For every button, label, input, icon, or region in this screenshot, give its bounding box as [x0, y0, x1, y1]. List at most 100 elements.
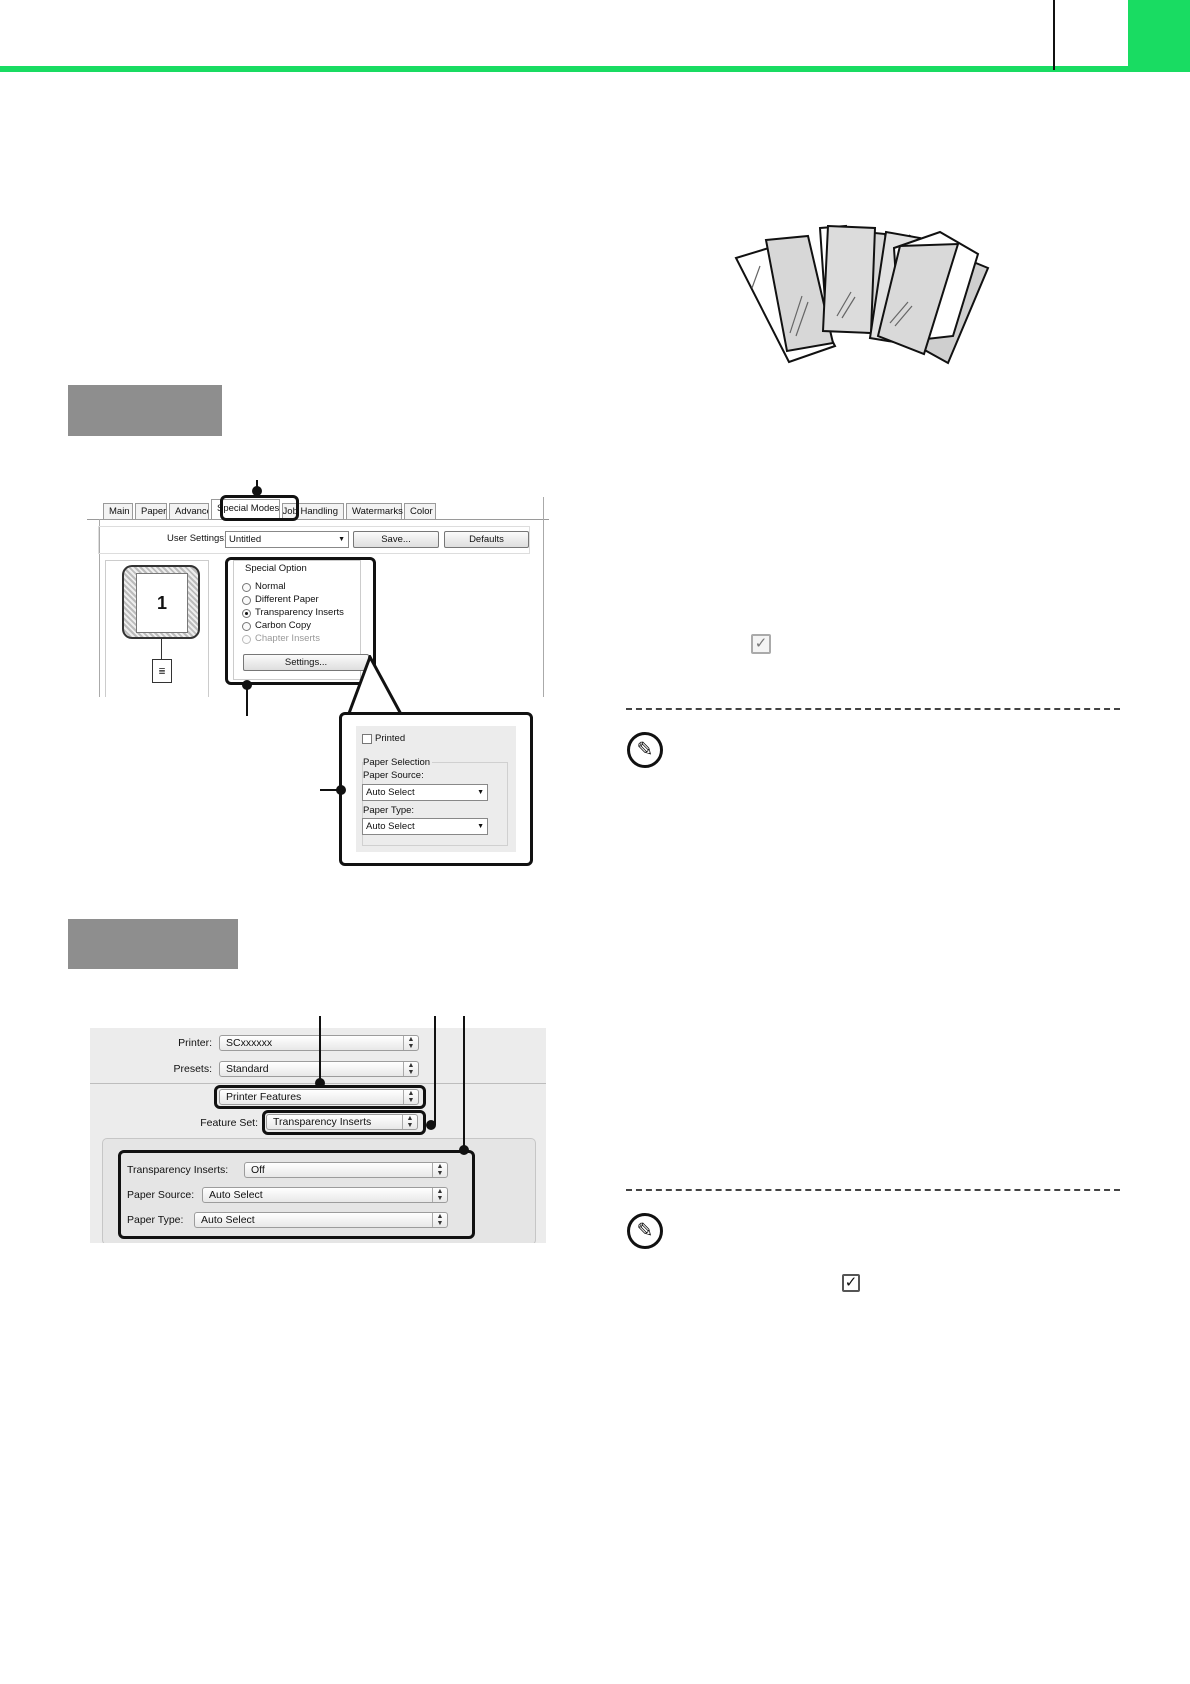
callout-transparency-settings — [118, 1150, 475, 1239]
tab-special-modes[interactable]: Special Modes — [211, 499, 280, 519]
os-heading-bar-mac — [68, 919, 238, 969]
header-accent-block — [1128, 0, 1190, 72]
save-button[interactable]: Save... — [353, 531, 439, 548]
checkbox-checked-icon: ✓ — [842, 1274, 860, 1292]
paper-type-value: Auto Select — [366, 821, 415, 832]
radio-chapter-inserts-label: Chapter Inserts — [255, 633, 320, 644]
callout-panel-select — [214, 1085, 426, 1109]
note-separator — [626, 1189, 1120, 1191]
callout-dot — [242, 680, 252, 690]
chevron-down-icon: ▼ — [477, 789, 484, 796]
tab-advanced[interactable]: Advance — [169, 503, 209, 519]
user-settings-value: Untitled — [229, 534, 262, 545]
document-icon: ≣ — [152, 659, 172, 683]
callout-special-option — [225, 557, 376, 685]
paper-source-select[interactable]: Auto Select ▲▼ — [202, 1187, 448, 1203]
presets-value: Standard — [226, 1063, 269, 1075]
defaults-button[interactable]: Defaults — [444, 531, 529, 548]
pencil-note-icon: ✎ — [627, 732, 663, 768]
settings-popup-pointer — [346, 655, 405, 717]
radio-different-paper[interactable] — [242, 596, 251, 605]
feature-set-label: Feature Set: — [200, 1117, 258, 1129]
callout-leader — [320, 789, 340, 791]
settings-button[interactable]: Settings... — [243, 654, 369, 671]
printer-value: SCxxxxxx — [226, 1037, 273, 1049]
panel-select[interactable]: Printer Features ▲▼ — [219, 1089, 419, 1105]
radio-different-paper-label: Different Paper — [255, 594, 319, 605]
special-option-group — [233, 560, 361, 680]
stepper-arrows-icon: ▲▼ — [432, 1188, 447, 1202]
preview-page-number: 1 — [136, 573, 188, 633]
stepper-arrows-icon: ▲▼ — [432, 1213, 447, 1227]
paper-type-label: Paper Type: — [363, 805, 415, 816]
frame-line — [99, 519, 100, 697]
paper-source-label: Paper Source: — [127, 1189, 195, 1201]
stepper-arrows-icon: ▲▼ — [403, 1090, 418, 1104]
transparency-inserts-select[interactable]: Off ▲▼ — [244, 1162, 448, 1178]
radio-carbon-copy-label: Carbon Copy — [255, 620, 311, 631]
settings-popup-dialog: Printed Paper Selection Paper Source: Au… — [356, 726, 516, 852]
user-settings-row — [98, 526, 530, 554]
user-settings-label: User Settings: — [167, 533, 227, 544]
callout-dot — [426, 1120, 436, 1130]
radio-transparency-inserts[interactable] — [242, 609, 251, 618]
paper-source-value: Auto Select — [209, 1189, 263, 1201]
transparency-sheets-illustration — [734, 224, 990, 365]
presets-label: Presets: — [173, 1063, 212, 1075]
os-heading-bar-windows — [68, 385, 222, 436]
callout-dot — [459, 1145, 469, 1155]
paper-selection-group — [362, 762, 508, 846]
radio-carbon-copy[interactable] — [242, 622, 251, 631]
paper-type-value: Auto Select — [201, 1214, 255, 1226]
stepper-arrows-icon: ▲▼ — [403, 1062, 418, 1076]
stepper-arrows-icon: ▲▼ — [403, 1036, 418, 1050]
mac-print-dialog: Printer: SCxxxxxx▲▼ Presets: Standard▲▼ … — [90, 1028, 546, 1243]
callout-special-modes-tab — [220, 495, 299, 521]
tab-main[interactable]: Main — [103, 503, 133, 519]
feature-set-select[interactable]: Transparency Inserts▲▼ — [266, 1114, 418, 1130]
callout-dot — [252, 486, 262, 496]
paper-type-label: Paper Type: — [127, 1214, 184, 1226]
note-separator — [626, 708, 1120, 710]
panel-value: Printer Features — [226, 1091, 302, 1103]
windows-driver-dialog: Main Paper Advance Special Modes Job Han… — [87, 497, 549, 697]
radio-normal-label: Normal — [255, 581, 286, 592]
paper-type-select[interactable]: Auto Select ▲▼ — [194, 1212, 448, 1228]
paper-source-value: Auto Select — [366, 787, 415, 798]
callout-leader — [319, 1016, 321, 1082]
paper-source-label: Paper Source: — [363, 770, 424, 781]
tab-paper[interactable]: Paper — [135, 503, 167, 519]
transparency-inserts-value: Off — [251, 1164, 265, 1176]
callout-dot — [315, 1078, 325, 1088]
transparency-inserts-label: Transparency Inserts: — [127, 1164, 229, 1176]
callout-leader — [246, 684, 248, 716]
radio-transparency-inserts-label: Transparency Inserts — [255, 607, 344, 618]
preview-page-frame: 1 — [122, 565, 200, 639]
stepper-arrows-icon: ▲▼ — [432, 1163, 447, 1177]
tab-watermarks[interactable]: Watermarks — [346, 503, 403, 519]
tab-strip: Main Paper Advance Special Modes Job Han… — [87, 497, 549, 520]
printed-checkbox[interactable] — [362, 734, 372, 744]
settings-popup-callout: Printed Paper Selection Paper Source: Au… — [339, 712, 533, 866]
radio-normal[interactable] — [242, 583, 251, 592]
chevron-down-icon: ▼ — [477, 823, 484, 830]
header-accent-bar — [0, 66, 1190, 72]
chevron-down-icon: ▼ — [338, 536, 345, 543]
frame-line — [543, 497, 544, 697]
pencil-note-icon: ✎ — [627, 1213, 663, 1249]
paper-type-select[interactable]: Auto Select ▼ — [362, 818, 488, 835]
user-settings-select[interactable]: Untitled ▼ — [225, 531, 349, 548]
paper-selection-label: Paper Selection — [363, 757, 433, 768]
special-option-title: Special Option — [245, 563, 307, 574]
checkbox-checked-icon: ✓ — [751, 634, 771, 654]
printed-label: Printed — [375, 733, 406, 744]
callout-leader — [434, 1016, 436, 1125]
radio-chapter-inserts — [242, 635, 251, 644]
connector-line — [161, 639, 162, 659]
header-divider — [1053, 0, 1055, 70]
tab-color[interactable]: Color — [404, 503, 436, 519]
callout-feature-set — [262, 1110, 426, 1135]
callout-dot — [336, 785, 346, 795]
paper-source-select[interactable]: Auto Select ▼ — [362, 784, 488, 801]
callout-leader — [463, 1016, 465, 1150]
